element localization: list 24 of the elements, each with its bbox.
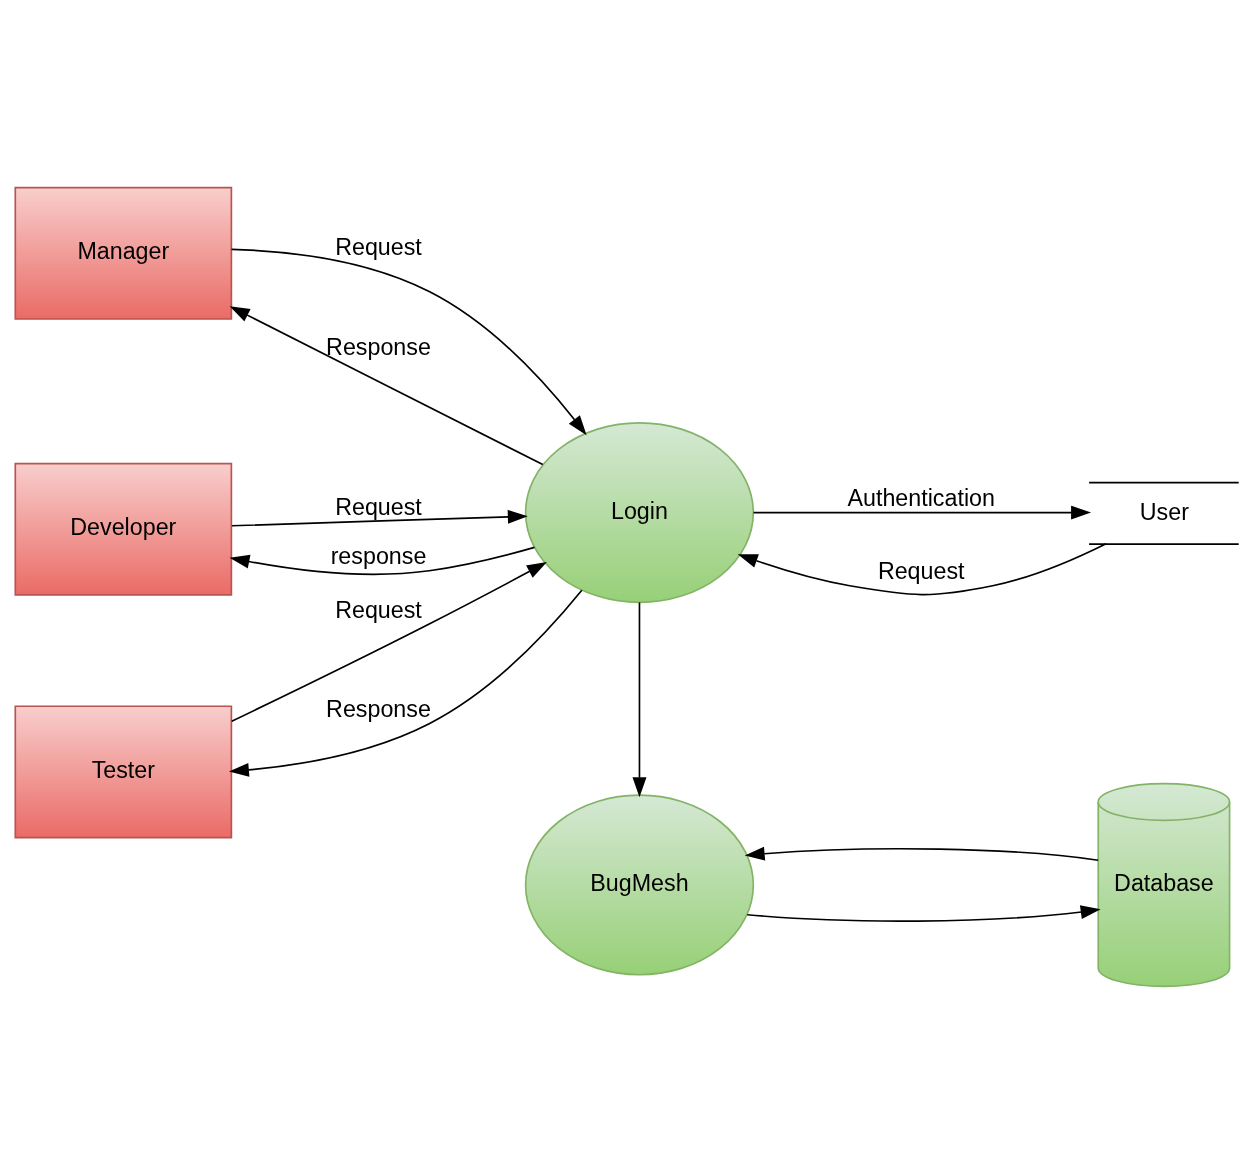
edge-label: Response	[326, 334, 431, 361]
edge-label: Response	[326, 696, 431, 723]
node-text: User	[1139, 498, 1189, 525]
edge-label: response	[330, 543, 427, 570]
arrow	[737, 542, 1107, 596]
edge-label: Request	[335, 234, 422, 261]
arrow	[632, 601, 647, 798]
arrow	[229, 306, 544, 466]
edge-label: Request	[335, 596, 422, 623]
arrow	[230, 248, 587, 436]
arrow	[744, 846, 1099, 862]
arrow	[231, 509, 528, 527]
node-box: Tester	[14, 705, 233, 839]
node-ellipse: BugMesh	[524, 794, 755, 976]
edge-label: Request	[877, 558, 965, 585]
arrow	[228, 589, 583, 777]
node-box: Developer	[14, 462, 233, 596]
edge-label: Request	[335, 493, 422, 520]
arrow	[230, 562, 547, 723]
arrow	[752, 505, 1092, 520]
arrow	[746, 905, 1101, 922]
node-box: Manager	[14, 186, 233, 320]
arrow	[229, 546, 536, 576]
edge-label: Authentication	[847, 485, 995, 512]
